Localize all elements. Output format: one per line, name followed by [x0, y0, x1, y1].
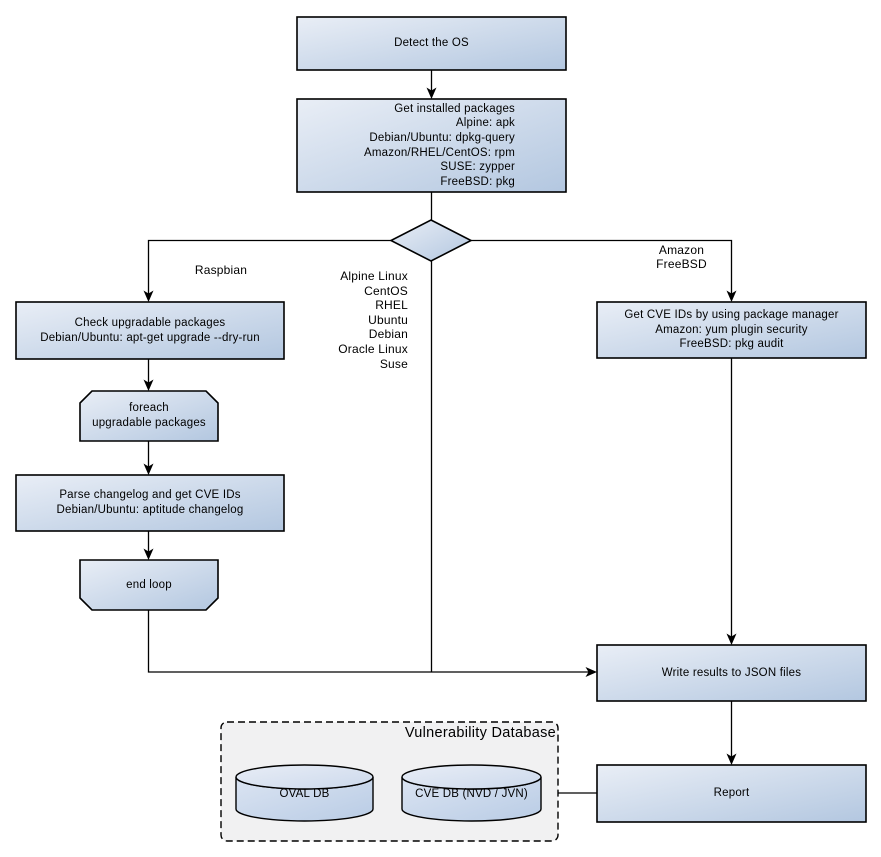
arrowhead-down-icon: [143, 290, 154, 302]
edge-label-raspbian: Raspbian: [194, 263, 248, 277]
arrowhead-down-icon: [143, 548, 154, 560]
connector-decision-to-get-cve: [471, 239, 733, 299]
arrowhead-down-icon: [143, 463, 154, 475]
edge-label-amazon-freebsd: Amazon FreeBSD: [656, 243, 707, 271]
vulnerability-database-title: Vulnerability Database: [404, 725, 556, 741]
arrowhead-down-icon: [426, 87, 437, 99]
connector-endloop-to-json: [147, 610, 594, 673]
arrowheads: [143, 87, 737, 765]
node-foreach-loop: [79, 390, 219, 442]
cve-db-cylinder-top: [401, 764, 542, 790]
node-parse-changelog: [15, 474, 285, 532]
process-boxes: [15, 16, 867, 823]
connector-decision-to-check-upgradable: [147, 239, 391, 299]
node-detect-os: [296, 16, 567, 71]
decision-diamond: [389, 219, 473, 262]
node-end-loop: [79, 559, 219, 611]
database-cylinders: [235, 764, 542, 822]
arrowhead-down-icon: [726, 633, 737, 645]
node-write-json: [596, 644, 867, 702]
arrowhead-down-icon: [143, 379, 154, 391]
arrowhead-down-icon: [726, 290, 737, 302]
node-get-installed-packages: [296, 98, 567, 193]
arrowhead-right-icon: [585, 667, 597, 677]
node-check-upgradable: [15, 301, 285, 360]
oval-db-cylinder-top: [235, 764, 374, 790]
node-get-cve-ids: [596, 301, 867, 359]
edge-label-os-list: Alpine Linux CentOS RHEL Ubuntu Debian O…: [338, 269, 408, 371]
arrowhead-down-icon: [726, 753, 737, 765]
node-report: [596, 764, 867, 823]
